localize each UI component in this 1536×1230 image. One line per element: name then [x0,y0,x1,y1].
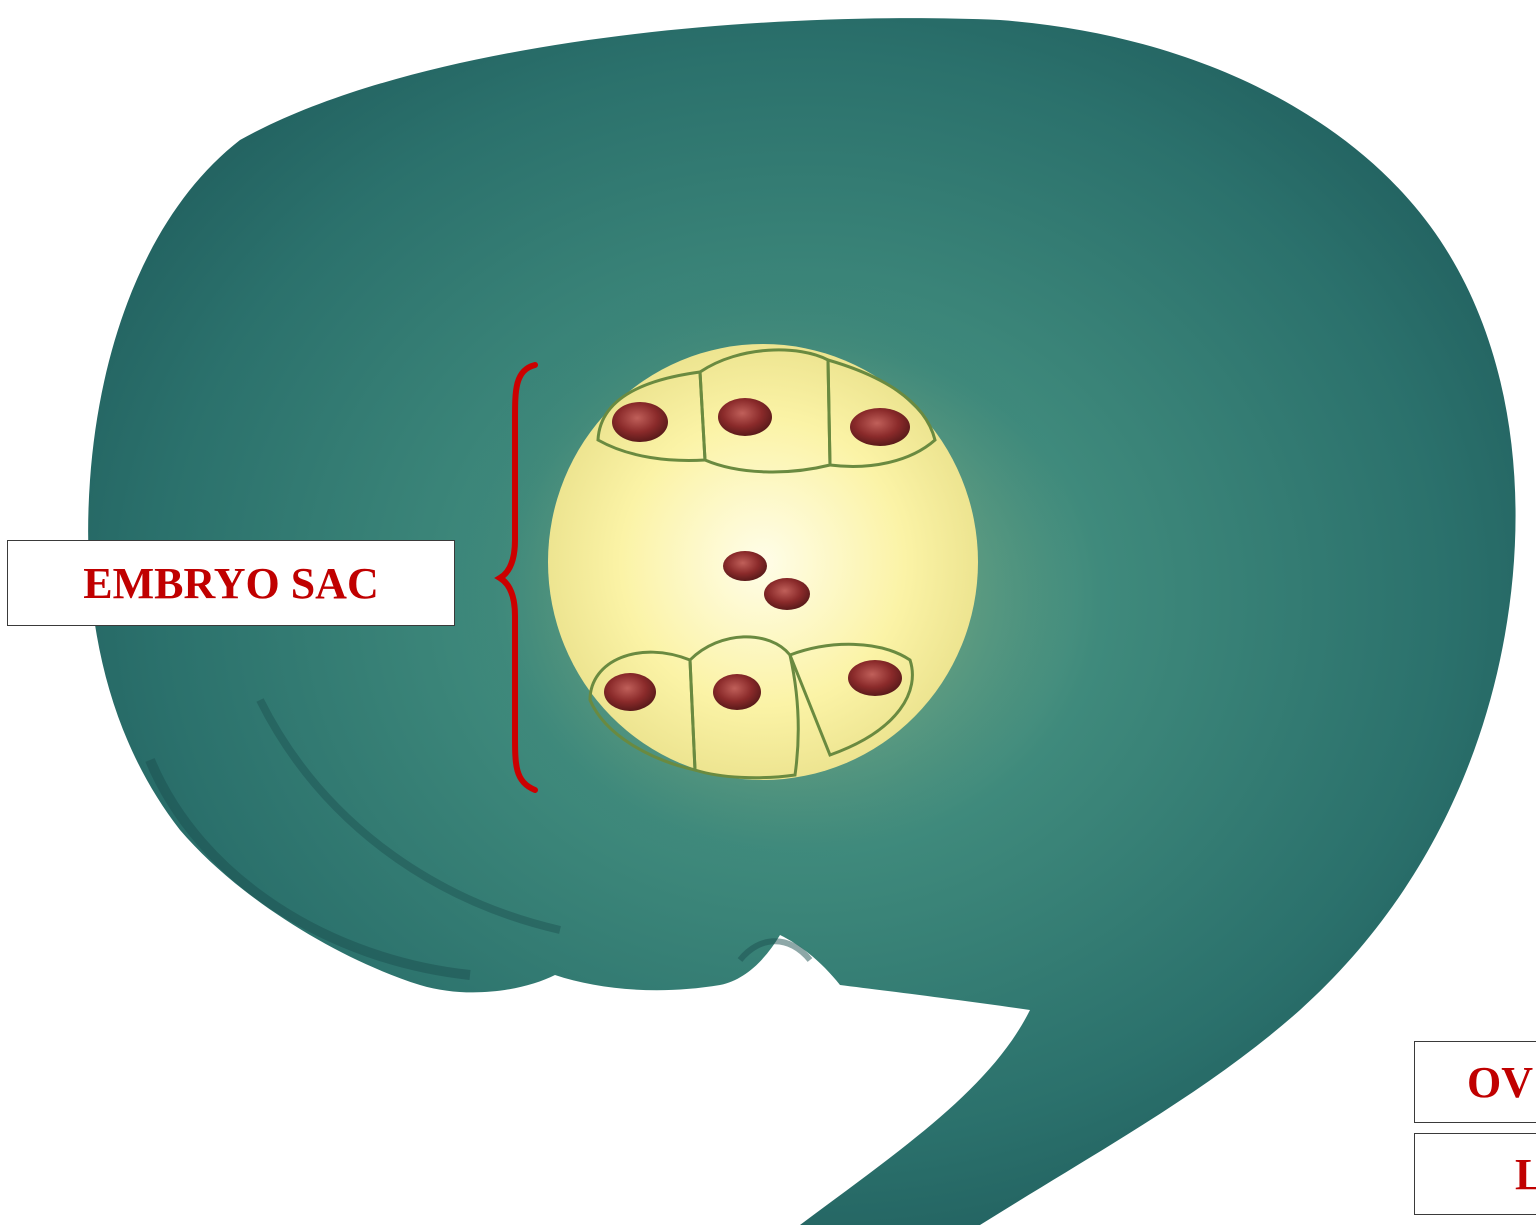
ovule-label-partial: OV [1414,1041,1536,1123]
antipodal-nucleus-3 [850,408,910,446]
egg-nucleus [713,674,761,710]
second-label-partial: L [1414,1133,1536,1215]
polar-nucleus-2 [764,578,810,610]
synergid-nucleus-right [848,660,902,696]
antipodal-nucleus-1 [612,402,668,442]
synergid-nucleus-left [604,673,656,711]
polar-nucleus-1 [723,551,767,581]
antipodal-nucleus-2 [718,398,772,436]
ovule-label-text: OV [1467,1058,1533,1107]
second-label-text: L [1515,1150,1536,1199]
embryo-sac-label-text: EMBRYO SAC [83,559,378,608]
embryo-sac-label: EMBRYO SAC [7,540,455,626]
